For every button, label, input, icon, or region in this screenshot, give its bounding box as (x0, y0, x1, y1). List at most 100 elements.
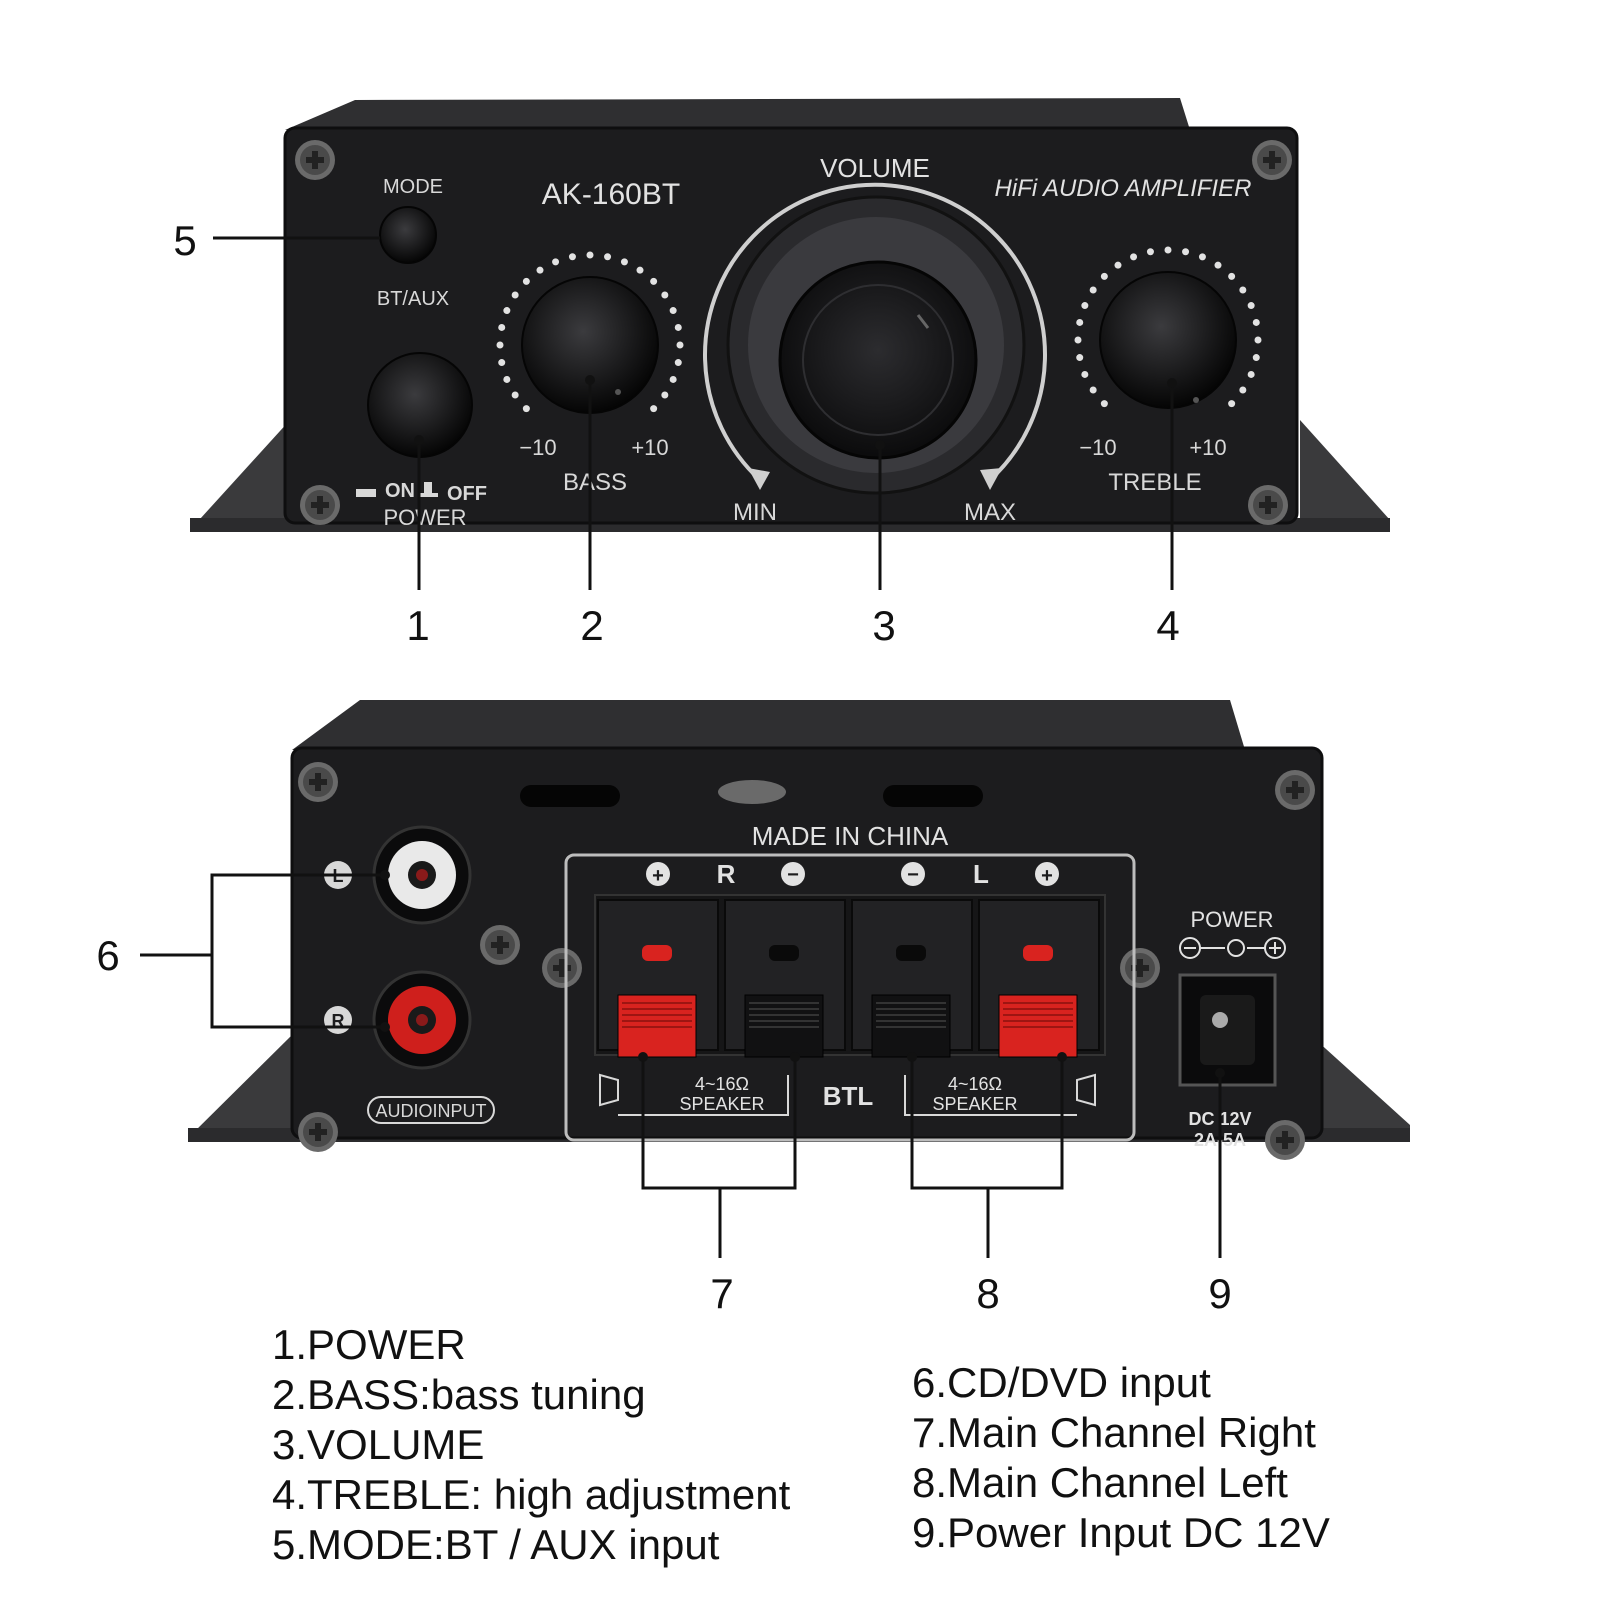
callout-9: 9 (1208, 1270, 1231, 1317)
svg-text:−: − (787, 864, 799, 886)
scale-dot (1146, 248, 1154, 256)
ch-l-label: L (973, 859, 989, 889)
vent-slot (883, 785, 983, 807)
terminal-hole (642, 945, 672, 961)
volume-min-label: MIN (733, 499, 777, 526)
scale-dot (522, 277, 530, 285)
legend-item: 4.TREBLE: high adjustment (272, 1471, 791, 1518)
scale-dot (586, 251, 594, 259)
scale-dot (661, 391, 669, 399)
power-on-label: ON (385, 480, 415, 502)
power-off-label: OFF (447, 483, 487, 505)
callout-bracket (210, 873, 385, 1029)
scale-dot (1247, 370, 1255, 378)
dc-jack[interactable] (1200, 995, 1255, 1065)
screw-icon (1248, 485, 1288, 525)
legend-item: 1.POWER (272, 1321, 466, 1368)
front-panel: MODE BT/AUX ON OFF POWER AK-160BT −10 +1… (190, 98, 1390, 532)
scale-dot (1198, 253, 1206, 261)
scale-dot (669, 375, 677, 383)
speaker-spec-right: 4~16Ω (695, 1074, 749, 1094)
off-switch-icon (424, 482, 432, 497)
legend-right: 6.CD/DVD input 7.Main Channel Right 8.Ma… (912, 1358, 1330, 1558)
scale-dot (498, 323, 506, 331)
scale-dot (1252, 318, 1260, 326)
callout-3: 3 (872, 602, 895, 649)
callout-5: 5 (173, 217, 196, 264)
volume-knob[interactable] (778, 260, 978, 460)
front-left-flange (190, 420, 290, 530)
arrow-icon (748, 468, 770, 490)
screw-icon (1275, 770, 1315, 810)
callout-7: 7 (710, 1270, 733, 1317)
scale-dot (1100, 272, 1108, 280)
front-callouts (213, 236, 1174, 590)
scale-dot (636, 266, 644, 274)
scale-dot (1239, 386, 1247, 394)
scale-dot (536, 266, 544, 274)
scale-dot (661, 291, 669, 299)
bass-min-label: −10 (519, 435, 556, 460)
bass-label: BASS (563, 469, 627, 496)
scale-dot (498, 359, 506, 367)
front-top-housing (285, 98, 1190, 130)
speaker-icon (1076, 1073, 1096, 1107)
rear-right-flange (1305, 1030, 1410, 1140)
scale-dot (1164, 246, 1172, 254)
rear-callouts (140, 873, 1222, 1258)
scale-dot (1182, 248, 1190, 256)
speaker-word-left: SPEAKER (932, 1094, 1017, 1114)
scale-dot (1081, 302, 1089, 310)
scale-dot (1089, 286, 1097, 294)
scale-dot (650, 405, 658, 413)
power-label: POWER (383, 505, 466, 530)
callout-4: 4 (1156, 602, 1179, 649)
mode-button[interactable] (379, 206, 437, 264)
treble-label: TREBLE (1108, 469, 1201, 496)
treble-knob[interactable] (1099, 271, 1237, 409)
scale-dot (1214, 261, 1222, 269)
screw-icon (295, 140, 335, 180)
scale-dot (511, 391, 519, 399)
scale-dot (1228, 400, 1236, 408)
audio-input-badge (367, 1096, 495, 1124)
svg-text:−: − (907, 864, 919, 886)
scale-dot (496, 341, 504, 349)
screw-icon (298, 762, 338, 802)
scale-dot (1252, 354, 1260, 362)
rear-top-housing (292, 700, 1245, 750)
front-right-flange (1300, 420, 1390, 532)
plus-icon (1035, 862, 1059, 886)
screw-icon (1120, 948, 1160, 988)
scale-dot (674, 359, 682, 367)
scale-dot (1089, 386, 1097, 394)
scale-dot (620, 258, 628, 266)
screw-icon (1252, 140, 1292, 180)
screw-icon (300, 485, 340, 525)
scale-dot (522, 405, 530, 413)
svg-text:+: + (1041, 865, 1053, 887)
scale-dot (1130, 253, 1138, 261)
bass-max-label: +10 (631, 435, 668, 460)
terminal-hole (769, 945, 799, 961)
plus-icon (646, 862, 670, 886)
speaker-spec-left: 4~16Ω (948, 1074, 1002, 1094)
terminal-hole (1023, 945, 1053, 961)
scale-dot (669, 307, 677, 315)
screw-icon (298, 1112, 338, 1152)
rear-left-flange (188, 1035, 292, 1140)
bt-aux-label: BT/AUX (377, 288, 449, 310)
scale-dot (1114, 261, 1122, 269)
scale-dot (604, 253, 612, 261)
callout-6: 6 (96, 932, 119, 979)
scale-dot (1076, 354, 1084, 362)
scale-dot (1239, 286, 1247, 294)
legend-item: 8.Main Channel Left (912, 1459, 1288, 1506)
screw-icon (1265, 1120, 1305, 1160)
legend-item: 2.BASS:bass tuning (272, 1371, 646, 1418)
antenna-port (718, 780, 786, 804)
made-in-label: MADE IN CHINA (752, 821, 949, 851)
scale-dot (503, 307, 511, 315)
scale-dot (1081, 370, 1089, 378)
